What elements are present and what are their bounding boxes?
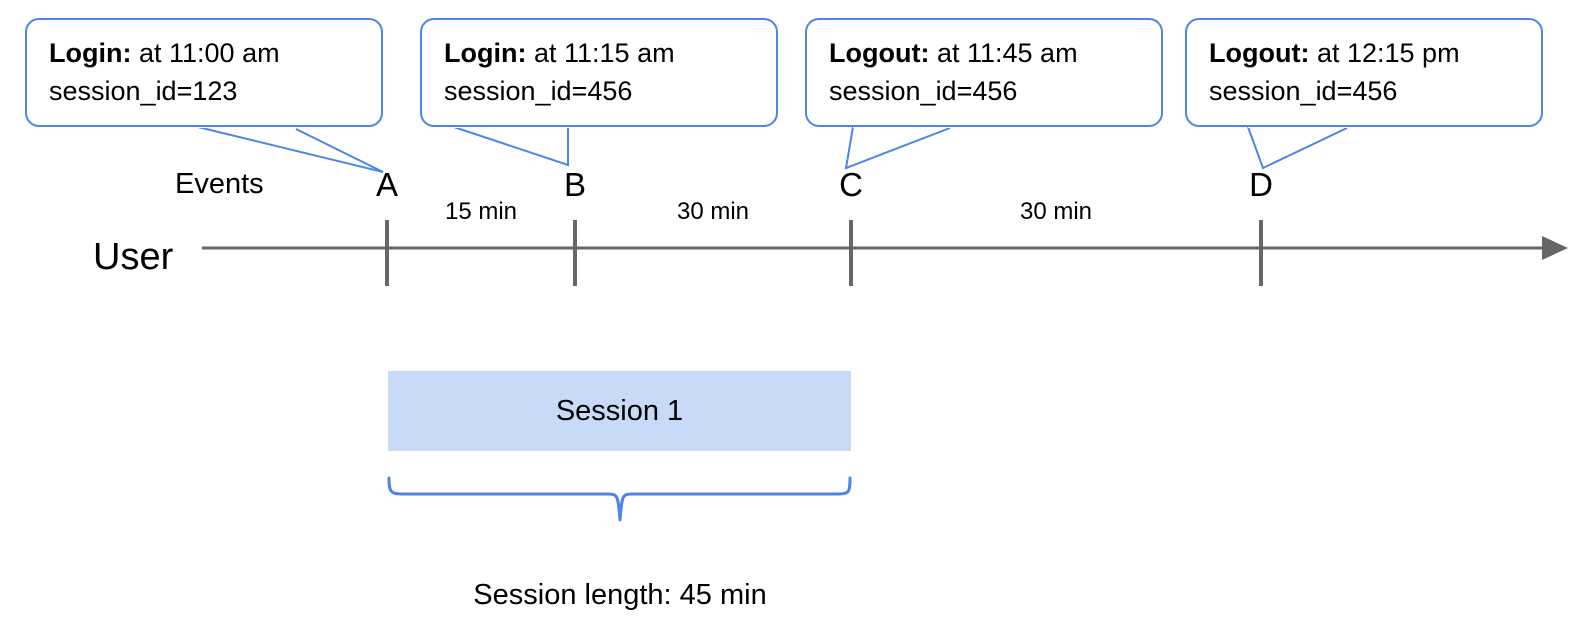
interval-label-a-b: 15 min	[444, 198, 518, 225]
event-marker-label-c: C	[839, 166, 863, 203]
callout-d: Logout: at 12:15 pm session_id=456	[1185, 18, 1543, 127]
callout-a-event: Login:	[49, 38, 132, 68]
interval-label-c-d: 30 min	[1019, 198, 1093, 225]
callout-d-event: Logout:	[1209, 38, 1310, 68]
callout-d-session: session_id=456	[1209, 76, 1398, 106]
session-block: Session 1	[388, 371, 851, 451]
interval-label-b-c: 30 min	[676, 198, 750, 225]
callout-a-time: at 11:00 am	[138, 38, 280, 68]
callout-d-time: at 12:15 pm	[1316, 38, 1460, 68]
callout-a: Login: at 11:00 am session_id=123	[25, 18, 383, 127]
callout-b-event: Login:	[444, 38, 527, 68]
callout-a-line1: Login: at 11:00 am	[49, 34, 363, 72]
callout-b: Login: at 11:15 am session_id=456	[420, 18, 778, 127]
axis-arrow-icon	[1542, 236, 1568, 260]
session-block-label: Session 1	[555, 394, 684, 427]
callout-b-line1: Login: at 11:15 am	[444, 34, 758, 72]
callout-d-line1: Logout: at 12:15 pm	[1209, 34, 1523, 72]
callout-c-time: at 11:45 am	[936, 38, 1078, 68]
session-length-label: Session length: 45 min	[473, 579, 767, 611]
callout-a-session: session_id=123	[49, 76, 238, 106]
event-marker-label-a: A	[375, 166, 398, 203]
callout-c: Logout: at 11:45 am session_id=456	[805, 18, 1163, 127]
callout-c-line1: Logout: at 11:45 am	[829, 34, 1143, 72]
event-marker-label-d: D	[1249, 166, 1273, 203]
callout-c-session: session_id=456	[829, 76, 1018, 106]
callout-b-time: at 11:15 am	[533, 38, 675, 68]
user-row-label: User	[93, 236, 174, 278]
callout-b-session: session_id=456	[444, 76, 633, 106]
events-row-label: Events	[175, 168, 264, 200]
callout-c-event: Logout:	[829, 38, 930, 68]
event-marker-label-b: B	[563, 166, 586, 203]
